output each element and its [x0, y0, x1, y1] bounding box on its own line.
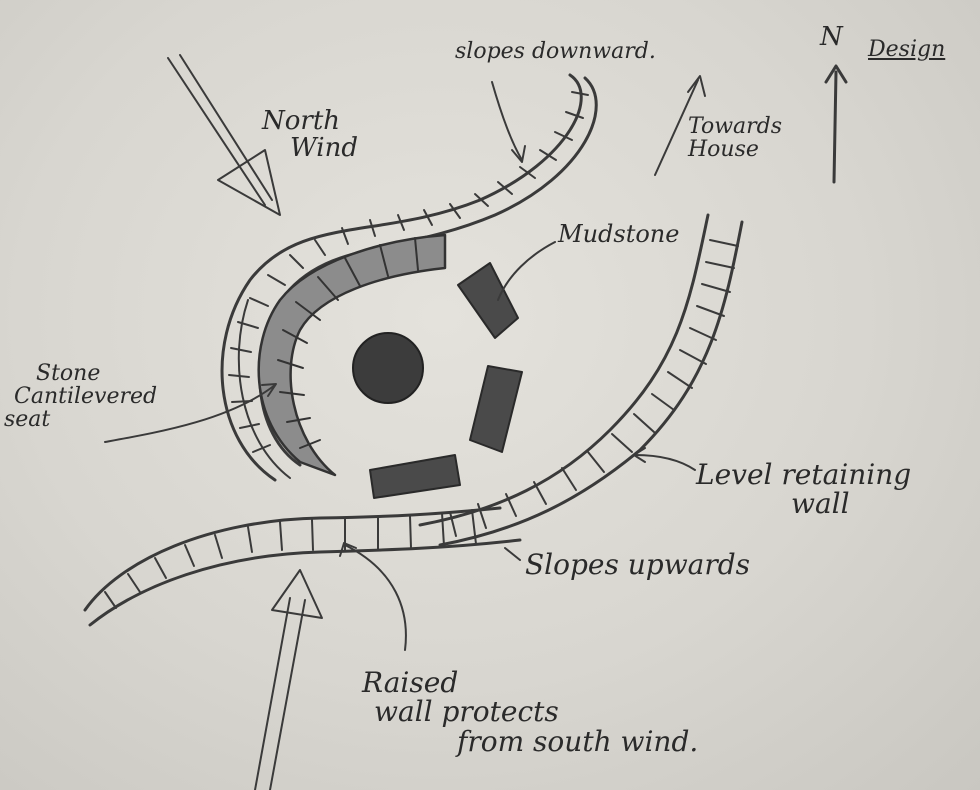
- label-slopes-upwards: Slopes upwards: [525, 548, 751, 581]
- cantilevered-seat: [257, 233, 447, 477]
- label-raised-wall: Raised wall protects from south wind.: [362, 666, 699, 758]
- leader-lines: [104, 81, 696, 651]
- label-north: N: [820, 22, 843, 52]
- label-raised-wall-line3: from south wind.: [457, 724, 699, 758]
- label-stone-seat-line3: seat: [4, 407, 51, 433]
- towards-house-arrow: [654, 75, 706, 176]
- label-towards-house-line2: House: [688, 137, 759, 163]
- north-wind-arrow: [167, 54, 281, 216]
- label-towards-house-line1: Towards: [688, 114, 783, 139]
- north-arrow: [824, 64, 848, 184]
- label-level-wall-line2: wall: [791, 487, 850, 521]
- label-level-wall-line1: Level retaining: [696, 458, 912, 491]
- label-stone-cantilevered-seat: Stone Cantilevered seat: [4, 362, 157, 431]
- label-raised-wall-line1: Raised: [362, 666, 459, 699]
- label-slopes-downward: slopes downward.: [455, 39, 656, 64]
- label-mudstone: Mudstone: [558, 220, 680, 248]
- label-north-wind-line1: North: [262, 106, 341, 136]
- label-stone-seat-line1: Stone: [36, 361, 101, 386]
- south-wind-arrow: [254, 569, 323, 790]
- label-north-wind-line2: Wind: [290, 133, 358, 164]
- label-north-wind: North Wind: [262, 106, 358, 164]
- label-stone-seat-line2: Cantilevered: [14, 384, 158, 410]
- label-design: Design: [868, 37, 946, 62]
- mudstone-blocks: [369, 262, 523, 499]
- level-retaining-wall: [418, 213, 744, 547]
- label-level-retaining-wall: Level retaining wall: [696, 460, 911, 519]
- label-raised-wall-line2: wall protects: [374, 695, 559, 729]
- label-towards-house: Towards House: [688, 115, 782, 161]
- raised-wall: [83, 506, 522, 627]
- central-fire-pit: [352, 332, 424, 404]
